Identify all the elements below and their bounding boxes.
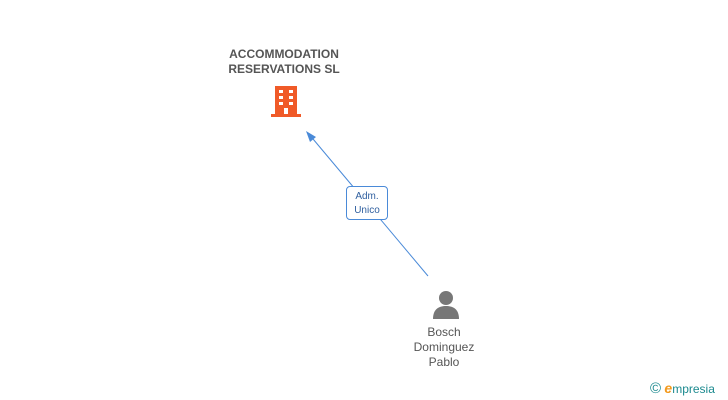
- person-icon[interactable]: [431, 289, 461, 319]
- company-name-line2: RESERVATIONS SL: [228, 62, 340, 76]
- role-label-box[interactable]: Adm. Unico: [346, 186, 388, 220]
- company-name[interactable]: ACCOMMODATION RESERVATIONS SL: [184, 47, 384, 77]
- person-name[interactable]: Bosch Dominguez Pablo: [394, 325, 494, 370]
- person-name-line2: Dominguez: [413, 340, 475, 354]
- logo-initial: e: [664, 380, 673, 396]
- empresia-logo: © empresia: [650, 380, 715, 397]
- building-icon[interactable]: [270, 84, 302, 118]
- person-name-line1: Bosch: [427, 325, 461, 339]
- person-name-line3: Pablo: [428, 355, 460, 369]
- role-label-line1: Adm.: [355, 191, 379, 202]
- company-name-line1: ACCOMMODATION: [229, 47, 339, 61]
- edge-arrowhead: [306, 131, 316, 142]
- logo-text: mpresia: [672, 382, 715, 396]
- copyright-symbol: ©: [650, 380, 662, 397]
- role-label-line2: Unico: [354, 205, 380, 216]
